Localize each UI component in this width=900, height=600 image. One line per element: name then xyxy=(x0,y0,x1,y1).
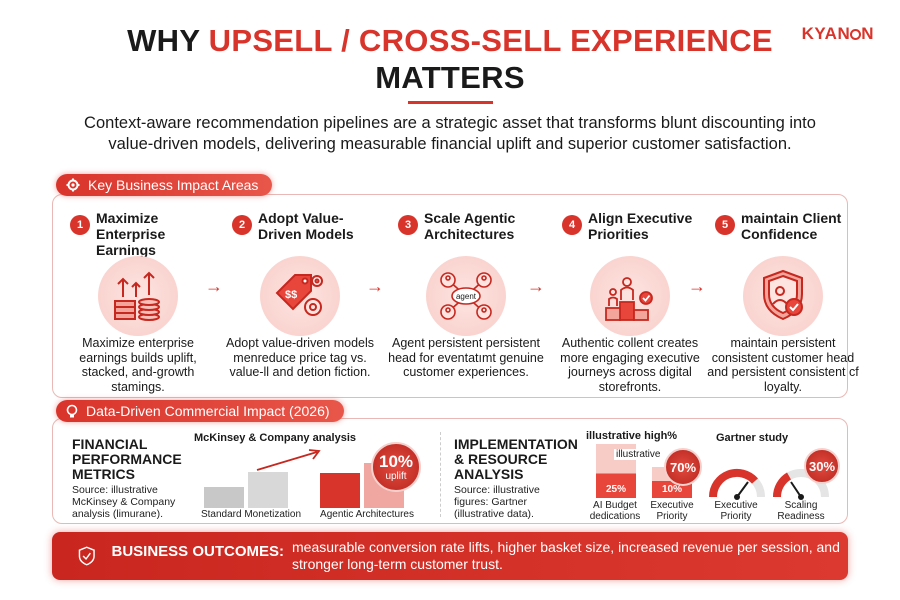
logo-text: KYAN xyxy=(801,24,851,43)
percent-badge-70: 70% xyxy=(664,448,702,486)
step-arrow: → xyxy=(527,276,545,296)
illustrative-callout: illustrative xyxy=(614,449,663,460)
chart-bar xyxy=(248,472,288,508)
step-description: Adopt value-driven models menreduce pric… xyxy=(226,336,374,379)
title-line: IMPLEMENTATION xyxy=(454,436,578,452)
title-part2: MATTERS xyxy=(375,60,525,95)
agent-network-icon: agent xyxy=(426,256,506,336)
brand-logo: KYAN N xyxy=(802,24,874,44)
shield-user-icon xyxy=(743,256,823,336)
x-axis-label: Agentic Architectures xyxy=(320,509,414,520)
gauge-label: Executive Priority xyxy=(714,500,758,522)
business-outcomes-banner: BUSINESS OUTCOMES: measurable conversion… xyxy=(52,532,848,580)
page-subtitle: Context-aware recommendation pipelines a… xyxy=(84,114,816,153)
shield-check-icon xyxy=(78,546,95,566)
step-title: Maximize Enterprise Earnings xyxy=(96,210,166,258)
title-line: METRICS xyxy=(72,466,135,482)
step-number: 5 xyxy=(715,215,735,235)
step-title: maintain Client Confidence xyxy=(741,210,842,242)
step-title: Scale Agentic Architectures xyxy=(424,210,516,242)
outcomes-text: measurable conversion rate lifts, higher… xyxy=(292,539,840,572)
financial-metrics-title: FINANCIAL PERFORMANCE METRICS xyxy=(72,437,182,482)
title-highlight: UPSELL / CROSS-SELL EXPERIENCE xyxy=(208,23,773,58)
impact-step-4: 4 Align Executive Priorities Authentic co… xyxy=(560,210,712,394)
gear-icon xyxy=(66,178,80,192)
executive-podium-icon xyxy=(590,256,670,336)
step-number: 2 xyxy=(232,215,252,235)
growth-arrow-icon xyxy=(256,449,321,471)
section-divider xyxy=(440,432,441,517)
source-line: analysis (limurane). xyxy=(72,508,164,520)
source-line: (illustrative data). xyxy=(454,508,534,520)
gauge-label: Scaling Readiness xyxy=(777,500,825,522)
commercial-impact-title: Data-Driven Commercial Impact (2026) xyxy=(86,403,330,419)
step-number: 4 xyxy=(562,215,582,235)
money-stack-icon xyxy=(98,256,178,336)
step-description: maintain persistent consistent customer … xyxy=(707,336,859,394)
scaling-readiness-gauge xyxy=(772,469,829,500)
step-number: 1 xyxy=(70,215,90,235)
logo-ring-icon xyxy=(850,29,862,40)
title-line: & RESOURCE xyxy=(454,451,548,467)
step-arrow: → xyxy=(205,276,223,296)
lightbulb-icon xyxy=(66,404,78,417)
step-description: Maximize enterprise earnings builds upli… xyxy=(79,336,197,394)
source-line: McKinsey & Company xyxy=(72,496,176,508)
mckinsey-chart-title: McKinsey & Company analysis xyxy=(194,432,357,444)
illustrative-chart-title: illustrative high% xyxy=(586,430,678,442)
implementation-source: Source: illustrative figures: Gartner (i… xyxy=(454,484,540,520)
title-underline xyxy=(408,101,493,104)
impact-step-2: 2 Adopt Value-Driven Models $$ Adopt valu… xyxy=(226,210,382,379)
svg-text:$$: $$ xyxy=(285,289,297,301)
commercial-impact-label: Data-Driven Commercial Impact (2026) xyxy=(56,400,344,422)
commercial-impact-panel xyxy=(52,418,848,524)
title-line: FINANCIAL xyxy=(72,436,148,452)
bar-value-label: 10% xyxy=(661,484,682,495)
bar-value-label: 25% xyxy=(605,484,626,495)
bar-label: AI Budget dedications xyxy=(589,500,641,522)
step-title: Adopt Value-Driven Models xyxy=(258,210,354,242)
svg-text:agent: agent xyxy=(456,292,477,301)
title-part1: WHY xyxy=(127,23,209,58)
logo-text-suffix: N xyxy=(861,24,874,43)
source-line: figures: Gartner xyxy=(454,496,527,508)
step-description: Authentic collent creates more engaging … xyxy=(560,336,700,394)
step-number: 3 xyxy=(398,215,418,235)
badge-value: 10% xyxy=(378,451,414,471)
step-arrow: → xyxy=(688,276,706,296)
source-line: Source: illustrative xyxy=(454,484,540,496)
percent-badge-30: 30% xyxy=(804,448,840,484)
impact-step-3: 3 Scale Agentic Architectures agent Agent… xyxy=(388,210,548,379)
step-arrow: → xyxy=(366,276,384,296)
financial-source: Source: illustrative McKinsey & Company … xyxy=(72,484,175,520)
step-title: Align Executive Priorities xyxy=(588,210,693,242)
source-line: Source: illustrative xyxy=(72,484,158,496)
badge-value: 70% xyxy=(669,459,697,475)
badge-value: 30% xyxy=(808,458,836,474)
chart-bar xyxy=(204,487,244,508)
step-description: Agent persistent persistent head for eve… xyxy=(388,336,544,379)
impact-areas-title: Key Business Impact Areas xyxy=(88,177,259,193)
impact-step-5: 5 maintain Client Confidence maintain per… xyxy=(707,210,865,394)
executive-priority-gauge xyxy=(708,468,765,500)
title-line: PERFORMANCE xyxy=(72,451,182,467)
price-tag-gear-icon: $$ xyxy=(260,256,340,336)
badge-label: uplift xyxy=(385,470,407,482)
gartner-study-title: Gartner study xyxy=(716,432,789,444)
uplift-badge: 10% uplift xyxy=(371,442,421,492)
page-title: WHY UPSELL / CROSS-SELL EXPERIENCE MATTE… xyxy=(0,22,900,96)
bar-label: Executive Priority xyxy=(650,500,694,522)
chart-bar xyxy=(320,473,360,508)
impact-areas-label: Key Business Impact Areas xyxy=(56,174,273,196)
impact-step-1: 1 Maximize Enterprise Earnings Maximize e… xyxy=(70,210,220,394)
implementation-title: IMPLEMENTATION & RESOURCE ANALYSIS xyxy=(454,437,578,482)
x-axis-label: Standard Monetization xyxy=(200,509,302,520)
title-line: ANALYSIS xyxy=(454,466,524,482)
outcomes-label: BUSINESS OUTCOMES: xyxy=(111,543,285,560)
